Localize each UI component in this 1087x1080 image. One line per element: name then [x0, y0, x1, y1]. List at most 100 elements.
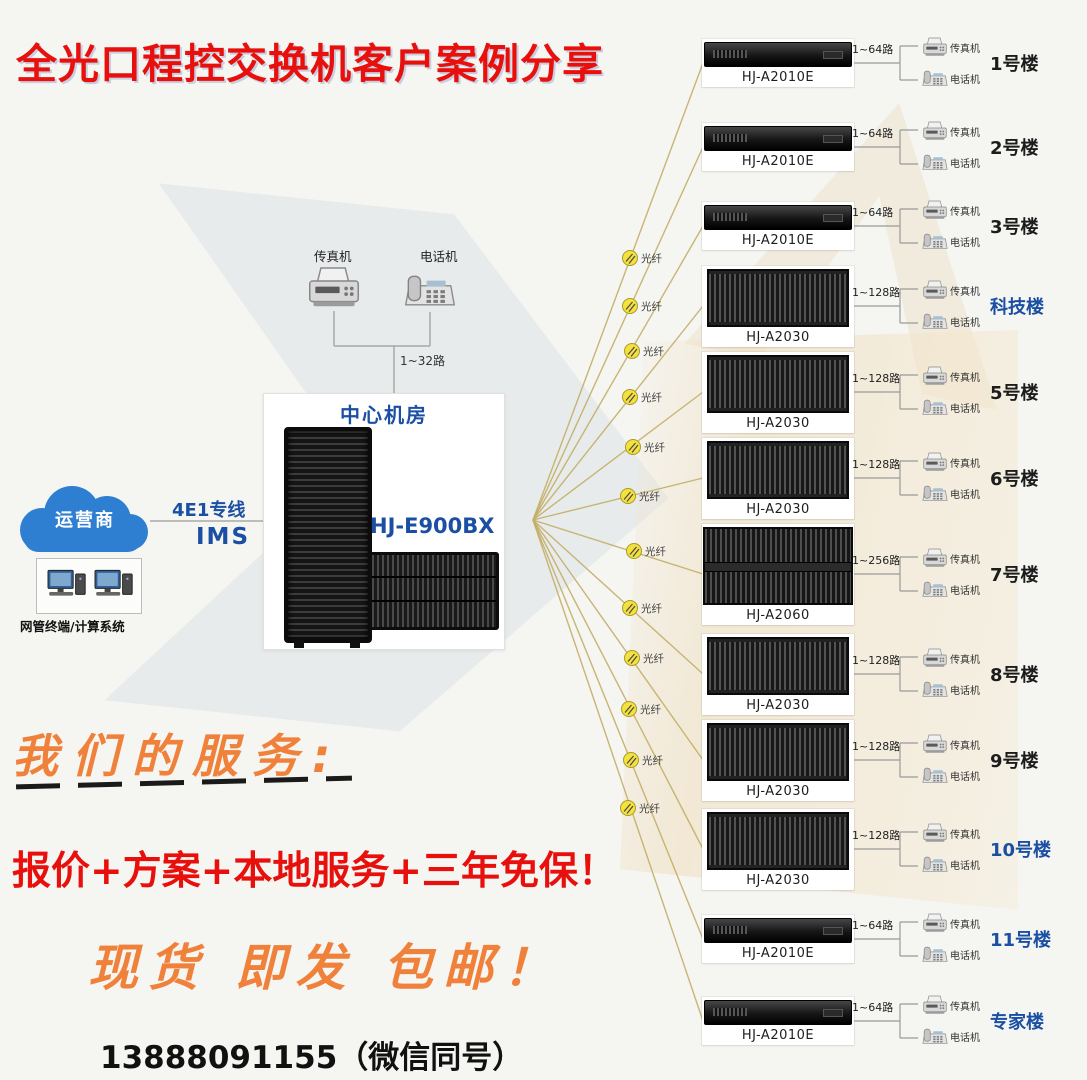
- fax-label: 传真机: [950, 459, 980, 470]
- capacity-label: 1~64路: [852, 43, 894, 56]
- building-row: HJ-A2010E 1~64路 传真机 电话机 2号楼: [702, 118, 1070, 176]
- device-model-label: HJ-A2060: [746, 607, 810, 623]
- fax-label: 传真机: [950, 1002, 980, 1013]
- wire-bracket: 1~128路: [852, 821, 922, 877]
- device-model-label: HJ-A2030: [746, 872, 810, 888]
- fiber-label: 光纤: [639, 490, 660, 503]
- phone-label: 电话机: [950, 951, 980, 962]
- building-label: 6号楼: [990, 469, 1039, 490]
- fax-icon: [923, 200, 947, 220]
- phone-terminal: 电话机: [922, 579, 980, 600]
- device-model-label: HJ-A2030: [746, 329, 810, 345]
- phone-icon: [922, 681, 948, 697]
- pbx-device-card: HJ-A2030: [702, 265, 854, 347]
- management-terminals: [36, 558, 142, 614]
- fiber-label: 光纤: [639, 802, 660, 815]
- wire-bracket: 1~128路: [852, 364, 922, 420]
- fax-label: 传真机: [950, 555, 980, 566]
- fax-icon: [308, 267, 360, 308]
- fax-icon: [923, 648, 947, 668]
- pbx-device-image: [707, 354, 849, 413]
- building-label: 9号楼: [990, 751, 1039, 772]
- device-model-label: HJ-A2030: [746, 783, 810, 799]
- capacity-label: 1~64路: [852, 919, 894, 932]
- bracket-lines: [854, 921, 918, 957]
- pbx-device-image: [707, 722, 849, 781]
- pbx-device-card: HJ-A2010E: [702, 202, 854, 250]
- fax-icon: [923, 548, 947, 568]
- terminals: 传真机 电话机: [922, 121, 980, 173]
- terminals: 传真机 电话机: [922, 452, 980, 504]
- terminals: 传真机 电话机: [922, 548, 980, 600]
- device-model-label: HJ-A2030: [746, 501, 810, 517]
- building-label: 8号楼: [990, 665, 1039, 686]
- bracket-lines: [854, 1003, 918, 1039]
- building-row: HJ-A2030 1~128路 传真机 电话机 8号楼: [702, 633, 1070, 715]
- pbx-device-card: HJ-A2030: [702, 719, 854, 801]
- bracket-lines: [854, 45, 918, 81]
- phone-terminal: 电话机: [922, 231, 980, 252]
- device-model-label: HJ-A2010E: [741, 233, 815, 248]
- fax-icon: [923, 121, 947, 141]
- phone-terminal: 电话机: [922, 765, 980, 786]
- wire-bracket: 1~64路: [852, 119, 922, 175]
- pbx-device-image: [707, 268, 849, 327]
- capacity-label: 1~64路: [852, 127, 894, 140]
- phone-label: 电话机: [950, 238, 980, 249]
- phone-terminal: 电话机: [922, 311, 980, 332]
- bracket-lines: [854, 374, 918, 410]
- fiber-label: 光纤: [641, 391, 662, 404]
- fax-terminal: 传真机: [922, 37, 980, 58]
- terminals: 传真机 电话机: [922, 366, 980, 418]
- ims-label: IMS: [196, 524, 251, 550]
- phone-label: 电话机: [950, 404, 980, 415]
- terminals: 传真机 电话机: [922, 648, 980, 700]
- fax-terminal: 传真机: [922, 366, 980, 387]
- fiber-couplers: [619, 249, 643, 817]
- fax-terminal: 传真机: [922, 734, 980, 755]
- phone-icon: [922, 485, 948, 501]
- fiber-label: 光纤: [643, 345, 664, 358]
- capacity-label: 1~64路: [852, 206, 894, 219]
- phone-terminal: 电话机: [922, 854, 980, 875]
- fax-icon: [923, 37, 947, 57]
- pbx-device-image: [704, 205, 852, 230]
- phone-icon: [922, 233, 948, 249]
- phone-terminal: 电话机: [922, 397, 980, 418]
- center-fax: [306, 266, 362, 315]
- fax-terminal: 传真机: [922, 121, 980, 142]
- phone-terminal: 电话机: [922, 483, 980, 504]
- pbx-device-card: HJ-A2010E: [702, 39, 854, 87]
- fiber-labels: 光纤 光纤 光纤 光纤 光纤 光纤 光纤 光纤 光纤 光纤 光纤 光纤: [639, 252, 666, 815]
- phone-terminal: 电话机: [922, 1026, 980, 1047]
- page-title: 全光口程控交换机客户案例分享: [16, 40, 604, 88]
- wire-bracket: 1~64路: [852, 911, 922, 967]
- phone-icon: [922, 581, 948, 597]
- phone-icon: [922, 313, 948, 329]
- center-capacity-label: 1~32路: [400, 354, 445, 368]
- central-room-panel: 中心机房 HJ-E900BX: [263, 393, 505, 650]
- fax-icon: [923, 823, 947, 843]
- wire-bracket: 1~128路: [852, 450, 922, 506]
- rack-image: [284, 427, 372, 648]
- fax-label: 传真机: [950, 128, 980, 139]
- terminals: 传真机 电话机: [922, 823, 980, 875]
- building-label: 2号楼: [990, 138, 1039, 159]
- fax-icon: [923, 366, 947, 386]
- center-fax-label: 传真机: [314, 249, 352, 264]
- building-row: HJ-A2030 1~128路 传真机 电话机 科技楼: [702, 265, 1070, 347]
- building-label: 7号楼: [990, 565, 1039, 586]
- building-row: HJ-A2030 1~128路 传真机 电话机 5号楼: [702, 351, 1070, 433]
- bracket-lines: [854, 556, 918, 592]
- core-switch-label: HJ-E900BX: [370, 514, 495, 538]
- building-row: HJ-A2030 1~128路 传真机 电话机 10号楼: [702, 808, 1070, 890]
- phone-icon: [922, 154, 948, 170]
- phone-label: 电话机: [950, 686, 980, 697]
- building-label: 5号楼: [990, 383, 1039, 404]
- terminals: 传真机 电话机: [922, 913, 980, 965]
- building-row: HJ-A2030 1~128路 传真机 电话机 6号楼: [702, 437, 1070, 519]
- fax-icon: [923, 995, 947, 1015]
- terminals: 传真机 电话机: [922, 734, 980, 786]
- pbx-device-card: HJ-A2030: [702, 351, 854, 433]
